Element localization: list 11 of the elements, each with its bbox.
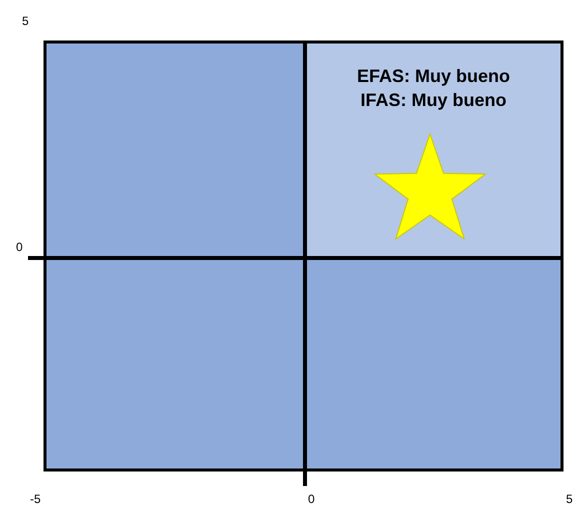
quadrant-panel [45,258,305,470]
axis-tick-label: 0 [16,240,23,254]
quadrant-panel [45,42,305,258]
axis-tick-label: -5 [30,492,41,506]
axis-tick-label: 5 [22,14,29,28]
axis-tick-label: 0 [308,492,315,506]
rating-text: IFAS: Muy bueno [360,89,508,112]
rating-text: EFAS: Muy bueno [356,65,511,88]
quadrant-panel [305,258,562,470]
quadrant-panel [305,42,562,258]
axis-tick-label: 5 [566,492,573,506]
